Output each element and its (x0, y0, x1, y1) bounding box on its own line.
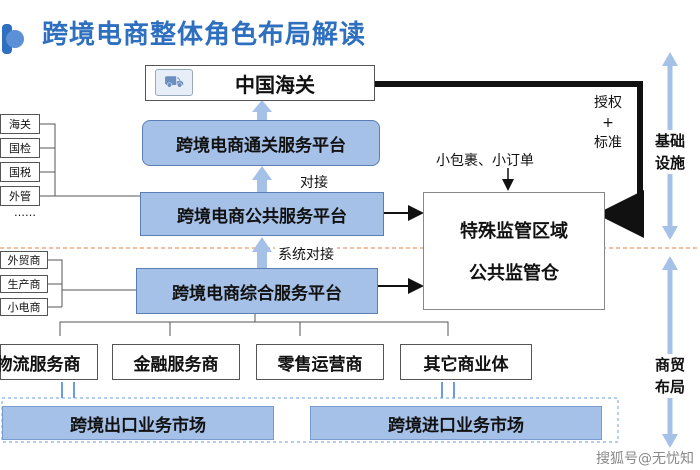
system-duijie-label: 系统对接 (275, 244, 337, 264)
import-market: 跨境进口业务市场 (310, 406, 602, 440)
provider-finance: 金融服务商 (112, 344, 240, 380)
agency-inspection: 国检 (0, 138, 40, 158)
title-dot-icon (6, 30, 24, 48)
duijie-label: 对接 (300, 175, 328, 191)
bi-arrow-1 (61, 382, 75, 398)
provider-other: 其它商业体 (400, 344, 532, 380)
agency-forex: 外管 (0, 186, 40, 206)
agency-tax: 国税 (0, 162, 40, 182)
page-title: 跨境电商整体角色布局解读 (42, 20, 367, 50)
merchant-trader: 外贸商 (0, 251, 48, 269)
merchant-bracket (48, 259, 136, 308)
infrastructure-label: 基础设施 (650, 130, 690, 174)
auth-arrow (375, 81, 644, 238)
zone-line1: 特殊监管区域 (460, 221, 568, 242)
merchant-small-ecom: 小电商 (0, 298, 48, 316)
zone-line2: 公共监管仓 (469, 263, 559, 284)
watermark: 搜狐号@无忧知 (596, 451, 694, 467)
bi-arrow-2 (441, 382, 455, 398)
customs-emblem-icon: ⛟ (155, 69, 193, 96)
merchant-producer: 生产商 (0, 275, 48, 293)
provider-logistics: 物流服务商 (0, 344, 98, 380)
commerce-label: 商贸布局 (650, 354, 690, 398)
small-parcels-label: 小包裹、小订单 (436, 153, 534, 169)
integrated-service-platform: 跨境电商综合服务平台 (136, 268, 378, 314)
customs-service-platform: 跨境电商通关服务平台 (142, 120, 380, 166)
provider-bracket (59, 314, 449, 336)
agency-more: …… (14, 206, 36, 219)
auth-label: 授权 (594, 95, 622, 111)
public-service-platform: 跨境电商公共服务平台 (140, 192, 384, 236)
agency-bracket (40, 123, 140, 197)
plus-label: + (602, 115, 614, 131)
export-market: 跨境出口业务市场 (2, 406, 274, 440)
standard-label: 标准 (594, 135, 622, 151)
customs-label: 中国海关 (235, 72, 315, 97)
auth-label-group: 授权 + 标准 (585, 93, 631, 153)
agency-customs: 海关 (0, 114, 40, 134)
special-zone-box: 特殊监管区域 公共监管仓 (423, 192, 605, 310)
provider-retail: 零售运营商 (256, 344, 384, 380)
